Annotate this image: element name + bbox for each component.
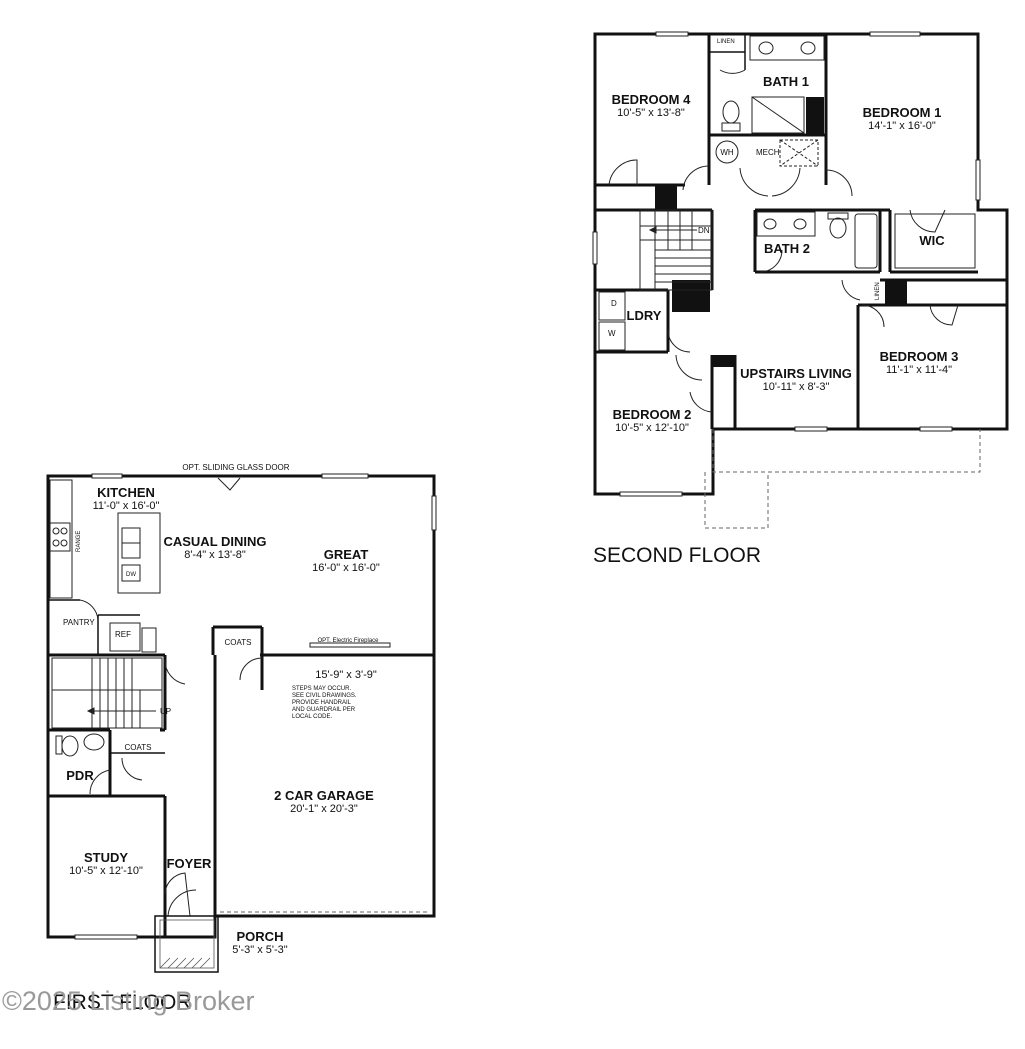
steps-note-line-2: SEE CIVIL DRAWINGS.	[292, 693, 357, 699]
second-floor-windows	[592, 31, 981, 497]
porch	[154, 915, 219, 973]
porch-name: PORCH	[237, 929, 284, 944]
second-floor-interior-walls	[595, 34, 1007, 429]
kitchen-name: KITCHEN	[97, 485, 155, 500]
pdr-fixtures	[55, 733, 105, 757]
pantry-label: PANTRY	[63, 618, 95, 627]
second-floor-wall-blocks	[655, 97, 907, 367]
upstairs-living-name: UPSTAIRS LIVING	[740, 366, 852, 381]
porch-dims: 5'-3" x 5'-3"	[232, 944, 288, 956]
bedroom2-name: BEDROOM 2	[613, 407, 692, 422]
linen-closet-label: LINEN	[717, 39, 735, 45]
bedroom3-name: BEDROOM 3	[880, 349, 959, 364]
listing-broker-watermark: ©2025 Listing Broker	[2, 986, 255, 1016]
first-floor-doors	[79, 477, 263, 917]
kitchen-dims: 11'-0" x 16'-0"	[93, 500, 160, 512]
second-floor-stairs	[639, 209, 713, 291]
wic-rod	[894, 213, 976, 269]
dryer-label: D	[611, 299, 617, 308]
bedroom4-dims: 10'-5" x 13'-8"	[617, 107, 685, 119]
linen-closet-label-2: LINEN	[875, 282, 881, 300]
bedroom1-dims: 14'-1" x 16'-0"	[868, 120, 936, 132]
water-heater-label: WH	[720, 148, 734, 157]
first-floor-stairs	[51, 657, 163, 729]
first-floor-plan: RANGE DW PANTRY REF UP	[46, 463, 437, 1014]
second-floor-title: SECOND FLOOR	[593, 544, 761, 567]
stairs-down-label: DN	[698, 226, 710, 235]
bedroom1-name: BEDROOM 1	[863, 105, 942, 120]
range-label: RANGE	[76, 531, 82, 552]
first-floor-title: FIRST FLOOR	[53, 991, 191, 1014]
bedroom4-name: BEDROOM 4	[612, 92, 692, 107]
wic-name: WIC	[919, 233, 945, 248]
steps-note-line-4: AND GUARDRAIL PER	[292, 707, 356, 713]
bedroom2-dims: 10'-5" x 12'-10"	[615, 422, 689, 434]
fireplace-note: OPT. Electric Fireplace	[317, 638, 379, 644]
garage-dims: 20'-1" x 20'-3"	[290, 803, 358, 815]
study-dims: 10'-5" x 12'-10"	[69, 865, 143, 877]
second-floor-doors	[608, 159, 959, 413]
refrigerator-label: REF	[115, 630, 131, 639]
bedroom3-dims: 11'-1" x 11'-4"	[886, 364, 952, 376]
coats-label-2: COATS	[125, 743, 152, 752]
coats-label-1: COATS	[225, 638, 252, 647]
casual-dining-name: CASUAL DINING	[163, 534, 266, 549]
second-floor-plan: DN	[592, 31, 1009, 567]
lower-roof-outline	[704, 429, 981, 529]
mech-label: MECH	[756, 148, 780, 157]
steps-note-line-3: PROVIDE HANDRAIL	[292, 700, 352, 706]
sliding-door-note: OPT. SLIDING GLASS DOOR	[182, 463, 289, 472]
study-name: STUDY	[84, 850, 128, 865]
washer-label: W	[608, 329, 616, 338]
first-floor-windows	[74, 473, 437, 940]
steps-note-line-5: LOCAL CODE.	[292, 714, 332, 720]
dishwasher-label: DW	[126, 572, 136, 578]
upstairs-living-dims: 10'-11" x 8'-3"	[763, 381, 830, 393]
bath2-name: BATH 2	[764, 241, 810, 256]
great-name: GREAT	[324, 547, 369, 562]
bath2-fixtures	[756, 211, 878, 269]
steps-note-line-1: STEPS MAY OCCUR.	[292, 686, 351, 692]
garage-name: 2 CAR GARAGE	[274, 788, 374, 803]
pdr-name: PDR	[66, 768, 94, 783]
mech-closet-fixtures	[715, 139, 819, 197]
stairs-up-label: UP	[160, 707, 171, 716]
casual-dining-dims: 8'-4" x 13'-8"	[184, 549, 246, 561]
laundry-fixtures	[598, 291, 626, 351]
ldry-name: LDRY	[627, 308, 662, 323]
great-dims: 16'-0" x 16'-0"	[312, 562, 380, 574]
bath1-fixtures	[719, 35, 825, 134]
foyer-name: FOYER	[167, 856, 212, 871]
garage-extension-dims: 15'-9" x 3'-9"	[315, 669, 377, 681]
bath1-name: BATH 1	[763, 74, 809, 89]
kitchen-fixtures	[49, 479, 161, 653]
first-floor-interior-walls	[48, 599, 434, 937]
